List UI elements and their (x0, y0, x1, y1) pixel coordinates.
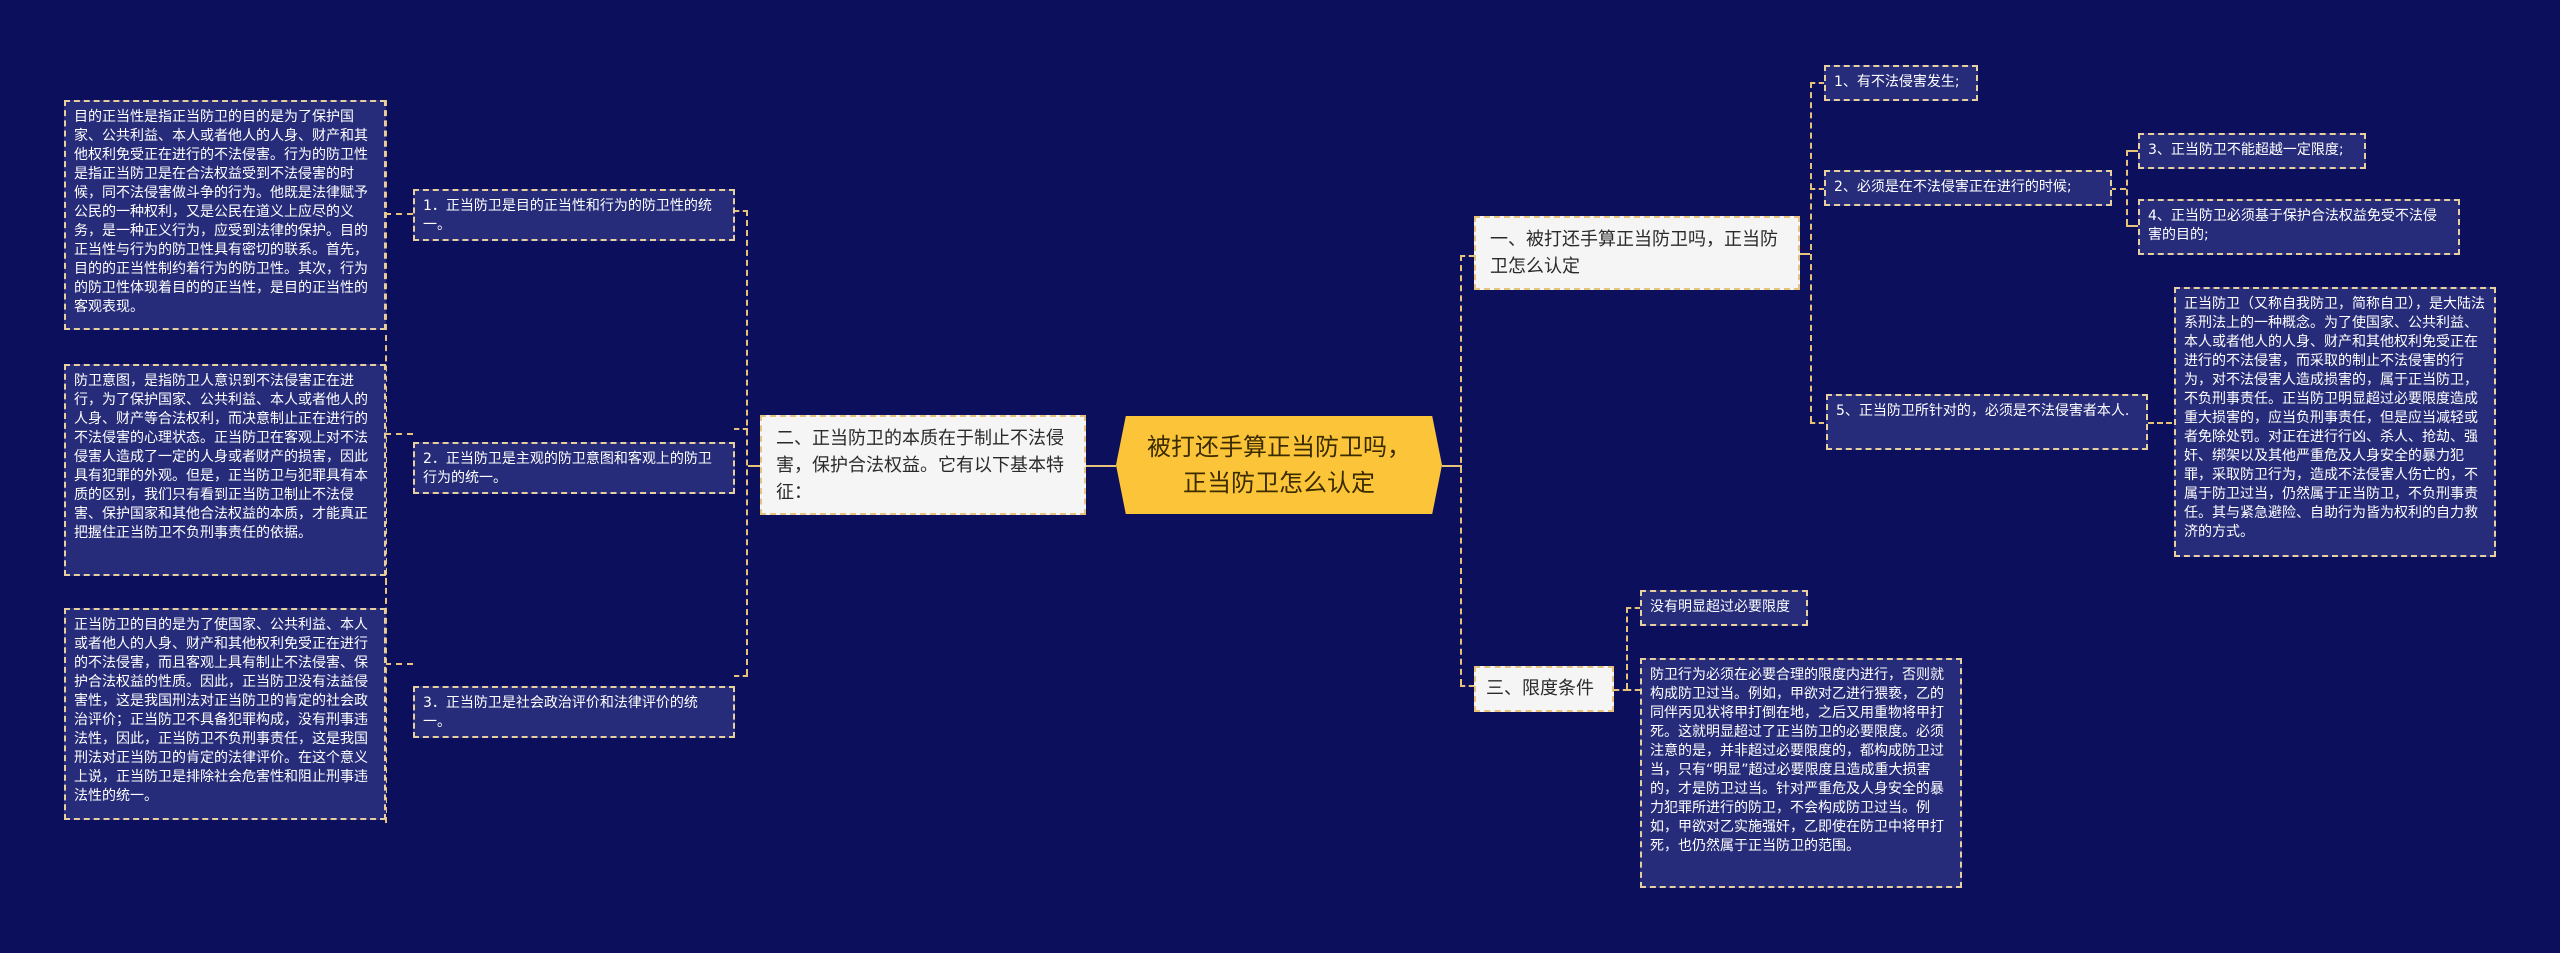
detail-text: 正当防卫的目的是为了使国家、公共利益、本人或者他人的人身、财产和其他权利免受正在… (74, 617, 368, 804)
detail-social-legal-evaluation[interactable]: 正当防卫的目的是为了使国家、公共利益、本人或者他人的人身、财产和其他权利免受正在… (64, 608, 386, 820)
root-topic[interactable]: 被打还手算正当防卫吗，正当防卫怎么认定 (1116, 416, 1442, 514)
item-label: 2．正当防卫是主观的防卫意图和客观上的防卫行为的统一。 (423, 451, 712, 486)
item-label: 3、正当防卫不能超越一定限度; (2148, 142, 2344, 158)
detail-text: 目的正当性是指正当防卫的目的是为了保护国家、公共利益、本人或者他人的人身、财产和… (74, 109, 368, 315)
connector-b1-item2 (1810, 188, 1824, 190)
branch-label: 二、正当防卫的本质在于制止不法侵害，保护合法权益。它有以下基本特征： (776, 428, 1064, 503)
connector-branch1-items-spine (1810, 82, 1812, 422)
detail-text: 防卫行为必须在必要合理的限度内进行，否则就构成防卫过当。例如，甲欲对乙进行猥亵，… (1650, 667, 1944, 854)
branch-definition[interactable]: 一、被打还手算正当防卫吗，正当防卫怎么认定 (1474, 216, 1800, 290)
connector-root-left (1086, 465, 1116, 467)
connector-item3-detail-v (385, 548, 387, 823)
item-label: 3．正当防卫是社会政治评价和法律评价的统一。 (423, 695, 698, 730)
connector-b3-item2 (1626, 689, 1640, 691)
left-item-1[interactable]: 1．正当防卫是目的正当性和行为的防卫性的统一。 (413, 189, 735, 241)
connector-left-item1 (734, 210, 748, 212)
connector-item2-children (2110, 188, 2126, 190)
connector-left-item3 (734, 675, 748, 677)
connector-item1-detail (385, 213, 413, 215)
item-label: 1、有不法侵害发生; (1834, 74, 1960, 90)
connector-to-branch3 (1460, 685, 1474, 687)
right-item-4[interactable]: 4、正当防卫必须基于保护合法权益免受不法侵害的目的; (2138, 199, 2460, 255)
right-item-3[interactable]: 3、正当防卫不能超越一定限度; (2138, 133, 2366, 169)
right-item-1[interactable]: 1、有不法侵害发生; (1824, 65, 1978, 101)
connector-left-spine (746, 210, 748, 675)
branch-essence[interactable]: 二、正当防卫的本质在于制止不法侵害，保护合法权益。它有以下基本特征： (760, 415, 1086, 515)
connector-left-branch-spine (748, 465, 760, 467)
limit-item-detail[interactable]: 防卫行为必须在必要合理的限度内进行，否则就构成防卫过当。例如，甲欲对乙进行猥亵，… (1640, 658, 1962, 888)
connector-child3 (2126, 150, 2138, 152)
right-item-5[interactable]: 5、正当防卫所针对的，必须是不法侵害者本人. (1826, 394, 2148, 450)
connector-item2-detail (385, 433, 413, 435)
left-item-2[interactable]: 2．正当防卫是主观的防卫意图和客观上的防卫行为的统一。 (413, 442, 735, 494)
connector-item5-detail (2148, 422, 2172, 424)
connector-child4 (2126, 225, 2138, 227)
item-label: 1．正当防卫是目的正当性和行为的防卫性的统一。 (423, 198, 712, 233)
connector-branch3-items-spine (1626, 607, 1628, 689)
detail-text: 防卫意图，是指防卫人意识到不法侵害正在进行，为了保护国家、公共利益、本人或者他人… (74, 373, 368, 541)
connector-b1-item1 (1810, 82, 1824, 84)
branch-label: 三、限度条件 (1486, 678, 1594, 699)
connector-branch1-spine (1798, 253, 1810, 255)
connector-left-item2 (734, 428, 748, 430)
detail-defense-intent[interactable]: 防卫意图，是指防卫人意识到不法侵害正在进行，为了保护国家、公共利益、本人或者他人… (64, 364, 386, 576)
connector-to-branch1 (1460, 255, 1474, 257)
connector-item2-children-v (2126, 150, 2128, 225)
item-label: 5、正当防卫所针对的，必须是不法侵害者本人. (1836, 403, 2130, 419)
detail-self-defense-definition[interactable]: 正当防卫（又称自我防卫，简称自卫），是大陆法系刑法上的一种概念。为了使国家、公共… (2174, 287, 2496, 557)
connector-item3-detail (385, 663, 413, 665)
detail-purpose-legitimacy[interactable]: 目的正当性是指正当防卫的目的是为了保护国家、公共利益、本人或者他人的人身、财产和… (64, 100, 386, 330)
connector-item2-detail-v (385, 335, 387, 585)
branch-limit-conditions[interactable]: 三、限度条件 (1474, 666, 1614, 712)
branch-label: 一、被打还手算正当防卫吗，正当防卫怎么认定 (1490, 229, 1778, 277)
connector-root-right (1442, 465, 1462, 467)
item-label: 没有明显超过必要限度 (1650, 599, 1790, 615)
left-item-3[interactable]: 3．正当防卫是社会政治评价和法律评价的统一。 (413, 686, 735, 738)
connector-b1-item5 (1810, 422, 1824, 424)
root-label: 被打还手算正当防卫吗，正当防卫怎么认定 (1147, 433, 1411, 497)
item-label: 4、正当防卫必须基于保护合法权益免受不法侵害的目的; (2148, 208, 2437, 243)
connector-item1-detail-v (385, 100, 387, 330)
connector-right-spine (1460, 255, 1462, 685)
detail-text: 正当防卫（又称自我防卫，简称自卫），是大陆法系刑法上的一种概念。为了使国家、公共… (2184, 296, 2485, 540)
limit-item-no-obvious-excess[interactable]: 没有明显超过必要限度 (1640, 590, 1808, 626)
connector-branch3-spine (1614, 689, 1628, 691)
item-label: 2、必须是在不法侵害正在进行的时候; (1834, 179, 2072, 195)
right-item-2[interactable]: 2、必须是在不法侵害正在进行的时候; (1824, 170, 2112, 206)
connector-b3-item1 (1626, 607, 1640, 609)
